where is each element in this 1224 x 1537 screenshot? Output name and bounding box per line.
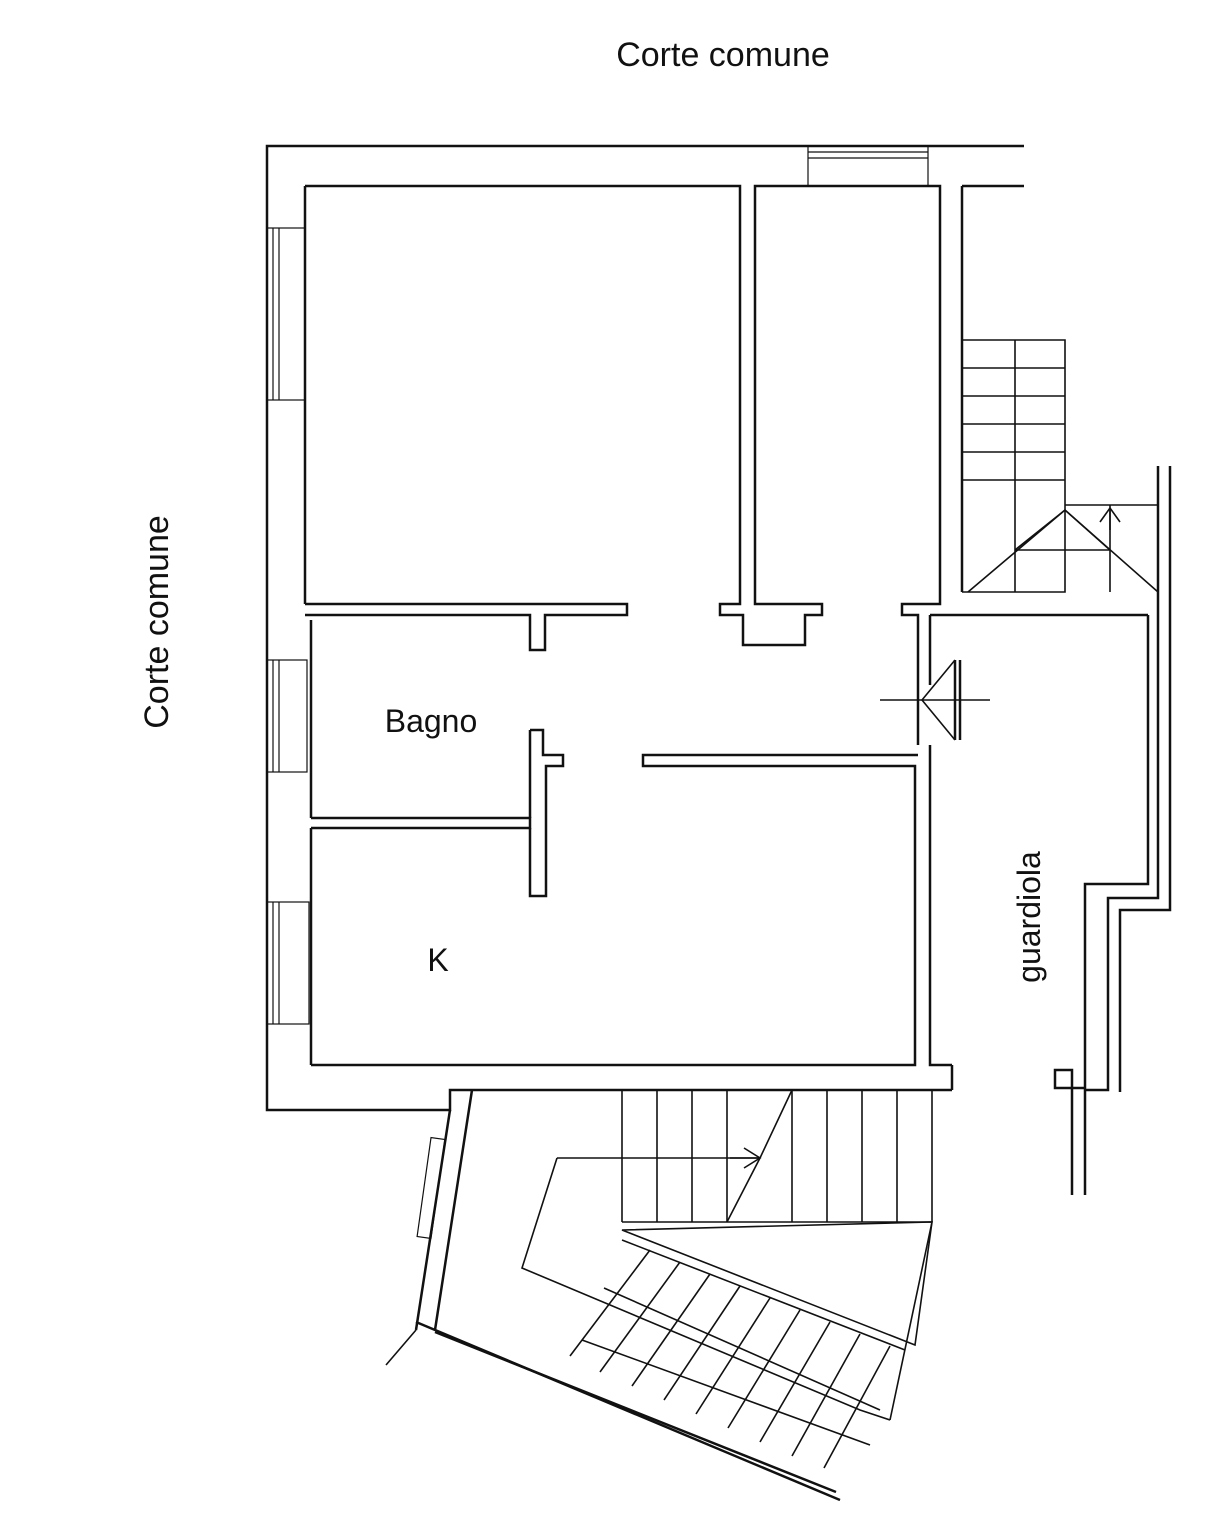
room-kitchen xyxy=(309,613,1148,1067)
room-guardhouse xyxy=(1053,466,1172,1195)
room-narrow xyxy=(718,184,942,745)
up-arrow-icon xyxy=(1099,506,1121,530)
label-top-courtyard: Corte comune xyxy=(616,36,830,74)
top-window xyxy=(807,145,929,187)
room-bathroom xyxy=(309,620,565,898)
label-left-courtyard: Corte comune xyxy=(138,515,176,729)
label-bathroom: Bagno xyxy=(385,703,478,739)
outer-wall xyxy=(265,144,1024,1112)
stair-upper xyxy=(962,339,1159,593)
left-windows xyxy=(266,227,310,1025)
label-guardhouse: guardiola xyxy=(1011,851,1047,983)
stair-lower xyxy=(385,1089,933,1502)
entrance-door xyxy=(880,659,990,745)
room-bedroom-large xyxy=(303,184,742,652)
label-kitchen: K xyxy=(427,942,448,978)
right-arrow-icon xyxy=(730,1147,762,1169)
